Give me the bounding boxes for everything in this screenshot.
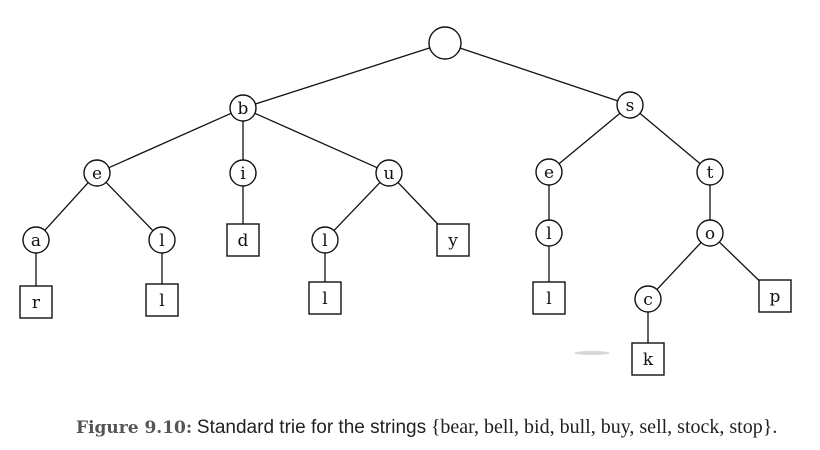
trie-terminal-node: p: [758, 279, 792, 313]
terminal-box: [308, 281, 342, 315]
trie-edge: [718, 241, 760, 281]
terminal-box: [145, 283, 179, 317]
node-label: l: [322, 231, 327, 251]
node-label: d: [238, 231, 249, 251]
trie-terminal-node: l: [308, 281, 342, 315]
node-label: a: [31, 231, 41, 251]
terminal-box: [758, 279, 792, 313]
node-label: c: [643, 290, 653, 310]
trie-node: o: [696, 219, 724, 247]
node-circle: [428, 26, 462, 60]
trie-node: l: [311, 226, 339, 254]
scan-smudge: [574, 351, 610, 355]
trie-terminal-node: d: [226, 223, 260, 257]
terminal-box: [19, 285, 53, 319]
trie-node: c: [634, 285, 662, 313]
node-label: e: [544, 163, 554, 183]
node-label: i: [240, 164, 246, 184]
terminal-box: [436, 223, 470, 257]
trie-diagram: r a l l e d i l l y u b l l e k c p o t s: [19, 26, 792, 376]
trie-edge: [254, 112, 378, 169]
node-circle: [375, 159, 403, 187]
node-circle: [696, 219, 724, 247]
figure-caption: Figure 9.10: Standard trie for the strin…: [76, 416, 816, 439]
trie-node: s: [616, 91, 644, 119]
trie-terminal-node: r: [19, 285, 53, 319]
trie-node: e: [83, 159, 111, 187]
node-circle: [634, 285, 662, 313]
trie-terminal-node: l: [145, 283, 179, 317]
node-label: l: [546, 289, 551, 309]
node-circle: [696, 158, 724, 186]
trie-edge: [44, 182, 89, 231]
terminal-box: [226, 223, 260, 257]
trie-edge: [255, 47, 430, 105]
trie-edge: [105, 181, 154, 232]
node-label: u: [384, 164, 395, 184]
node-label: r: [32, 293, 41, 313]
node-circle: [311, 226, 339, 254]
node-circle: [535, 158, 563, 186]
trie-terminal-node: l: [532, 281, 566, 315]
node-label: l: [546, 224, 551, 244]
node-label: l: [159, 291, 164, 311]
terminal-box: [532, 281, 566, 315]
trie-node: a: [22, 226, 50, 254]
trie-node: b: [229, 94, 257, 122]
node-circle: [535, 219, 563, 247]
trie-node: l: [535, 219, 563, 247]
node-circle: [616, 91, 644, 119]
caption-text: Standard trie for the strings: [196, 417, 427, 438]
node-label: k: [643, 350, 654, 370]
trie-nodes: r a l l e d i l l y u b l l e k c p o t s: [19, 26, 792, 376]
trie-edge: [108, 112, 232, 169]
trie-edges: [35, 47, 760, 343]
node-circle: [148, 226, 176, 254]
trie-node: i: [229, 159, 257, 187]
trie-edge: [656, 242, 702, 290]
trie-terminal-node: y: [436, 223, 470, 257]
node-label: e: [92, 164, 102, 184]
trie-node: l: [148, 226, 176, 254]
trie-node: t: [696, 158, 724, 186]
node-label: b: [238, 99, 249, 119]
trie-edge: [397, 181, 439, 225]
node-label: o: [705, 224, 715, 244]
trie-node: e: [535, 158, 563, 186]
node-circle: [22, 226, 50, 254]
node-circle: [229, 159, 257, 187]
node-circle: [83, 159, 111, 187]
trie-node: u: [375, 159, 403, 187]
trie-edge: [333, 181, 381, 232]
trie-edge: [459, 47, 618, 102]
node-label: l: [159, 231, 164, 251]
node-label: p: [770, 287, 781, 307]
node-label: t: [707, 163, 714, 183]
trie-terminal-node: k: [631, 342, 665, 376]
node-label: l: [322, 289, 327, 309]
caption-set: {bear, bell, bid, bull, buy, sell, stock…: [430, 416, 778, 438]
trie-root-node: [428, 26, 462, 60]
trie-edge: [639, 112, 701, 165]
terminal-box: [631, 342, 665, 376]
node-label: y: [447, 231, 458, 251]
node-circle: [229, 94, 257, 122]
node-label: s: [626, 96, 635, 116]
trie-edge: [558, 112, 621, 165]
figure-label: Figure 9.10:: [76, 418, 193, 438]
